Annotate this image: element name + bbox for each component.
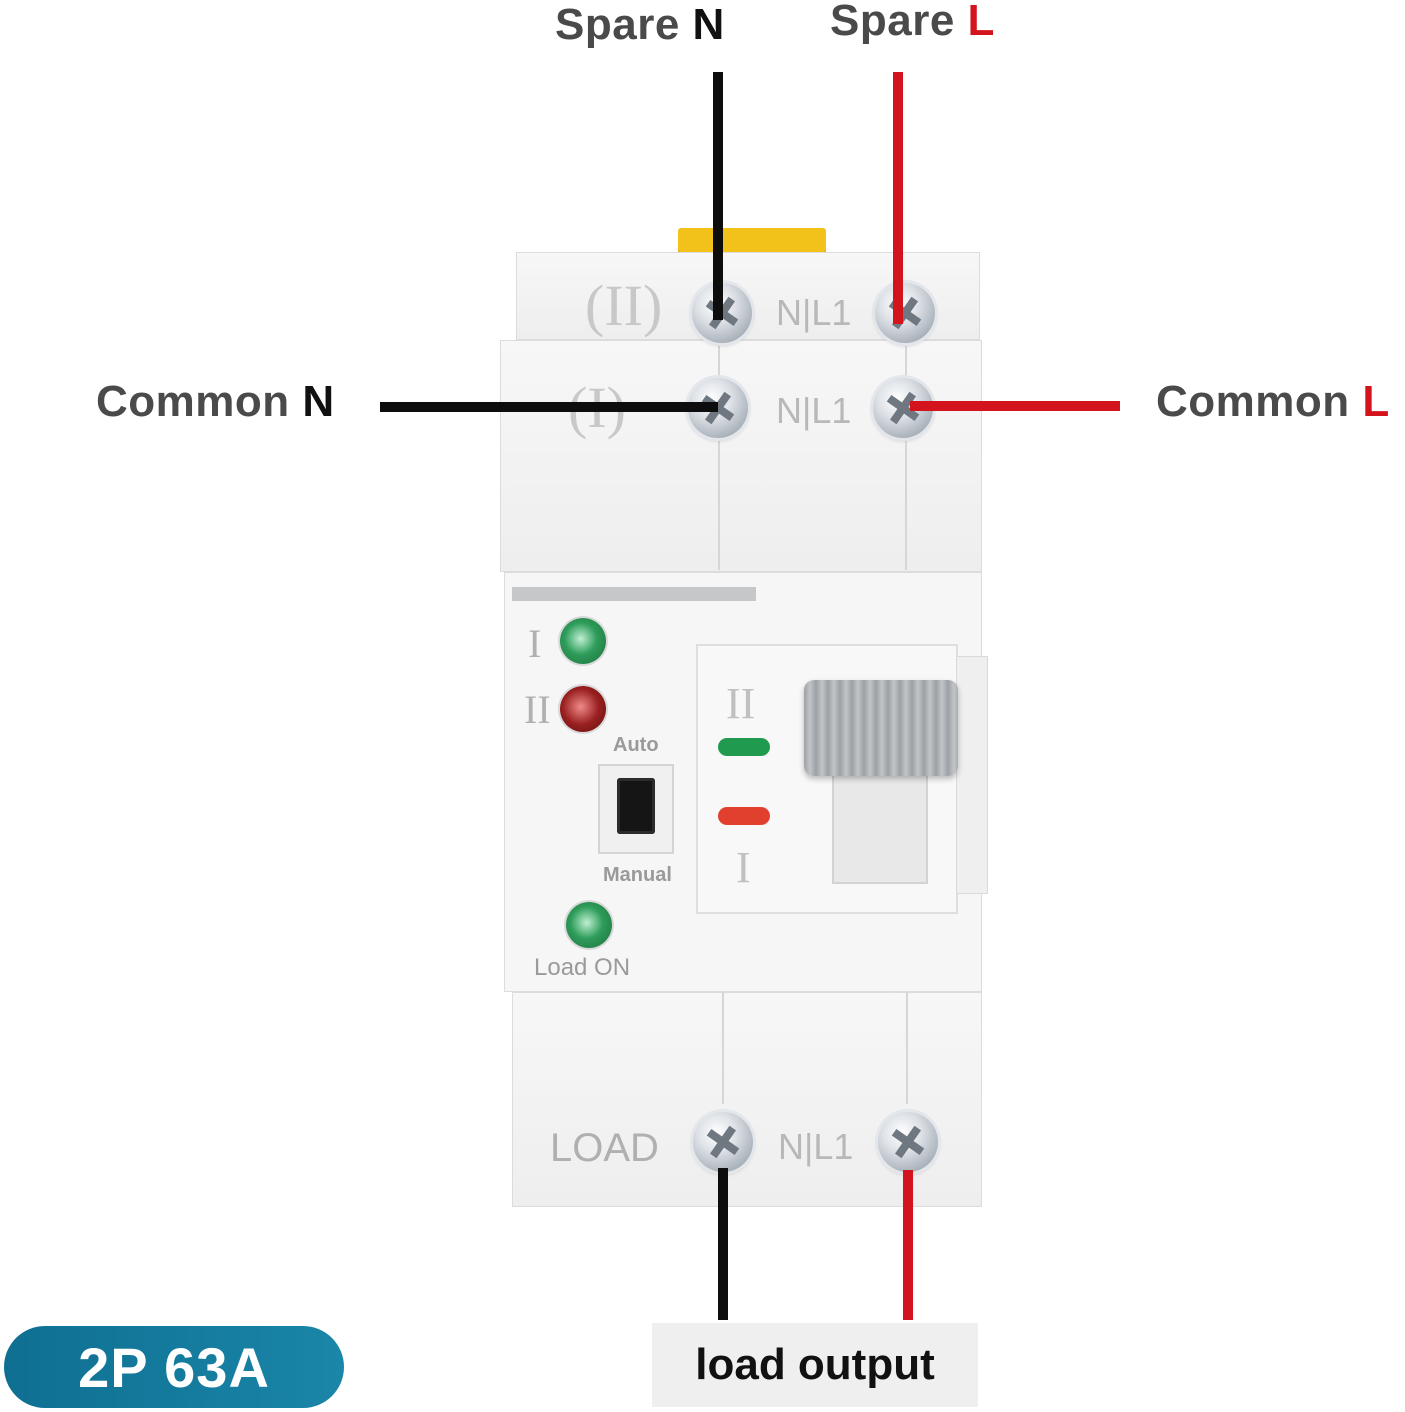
spare-l-label-word: Spare xyxy=(830,0,955,45)
load-on-indicator-led xyxy=(566,902,612,948)
spare-l-label: Spare L xyxy=(830,0,995,46)
label-strip xyxy=(512,587,756,601)
rating-badge: 2P 63A xyxy=(4,1326,344,1408)
load-l-screw xyxy=(878,1112,938,1172)
common-n-label-letter: N xyxy=(302,377,335,426)
auto-manual-switch[interactable] xyxy=(617,778,655,834)
common-l-label-word: Common xyxy=(1156,377,1350,426)
spare-l-label-letter: L xyxy=(967,0,995,45)
load-l-wire xyxy=(903,1170,913,1320)
pole-seam xyxy=(905,340,907,570)
spare-l-wire xyxy=(893,72,903,324)
source-ii-mark: (II) xyxy=(585,273,663,338)
spare-n-label-letter: N xyxy=(692,0,725,49)
green-position-indicator xyxy=(718,738,770,756)
changeover-handle[interactable] xyxy=(804,680,958,776)
indicator-ii-mark: II xyxy=(524,687,551,732)
source-ii-indicator-led xyxy=(560,686,606,732)
common-l-wire xyxy=(910,401,1120,411)
indicator-i-mark: I xyxy=(528,621,542,666)
spare-n-label-word: Spare xyxy=(555,0,680,49)
load-on-label: Load ON xyxy=(534,954,631,981)
switch-position-i-mark: I xyxy=(736,843,751,892)
auto-label: Auto xyxy=(613,734,659,756)
switch-slot xyxy=(832,760,928,884)
red-position-indicator xyxy=(718,807,770,825)
switch-position-ii-mark: II xyxy=(726,679,756,728)
switch-side-rail xyxy=(956,656,988,894)
load-output-label: load output xyxy=(652,1323,978,1407)
source-i-terminal-label: N|L1 xyxy=(776,390,852,431)
pole-seam xyxy=(722,992,724,1104)
common-n-wire xyxy=(380,402,718,412)
load-mark: LOAD xyxy=(550,1126,659,1170)
source-ii-terminal-label: N|L1 xyxy=(776,292,852,333)
load-n-wire xyxy=(718,1168,728,1320)
pole-seam xyxy=(718,340,720,570)
source-i-indicator-led xyxy=(560,618,606,664)
source-ii-l-screw xyxy=(875,283,935,343)
pole-seam xyxy=(906,992,908,1104)
common-l-label-letter: L xyxy=(1362,377,1390,426)
common-n-label: Common N xyxy=(96,377,335,427)
manual-label: Manual xyxy=(603,864,672,886)
load-terminal-label: N|L1 xyxy=(778,1126,854,1167)
common-n-label-word: Common xyxy=(96,377,290,426)
common-l-label: Common L xyxy=(1156,377,1390,427)
load-n-screw xyxy=(693,1112,753,1172)
spare-n-label: Spare N xyxy=(555,0,725,50)
spare-n-wire xyxy=(713,72,723,320)
